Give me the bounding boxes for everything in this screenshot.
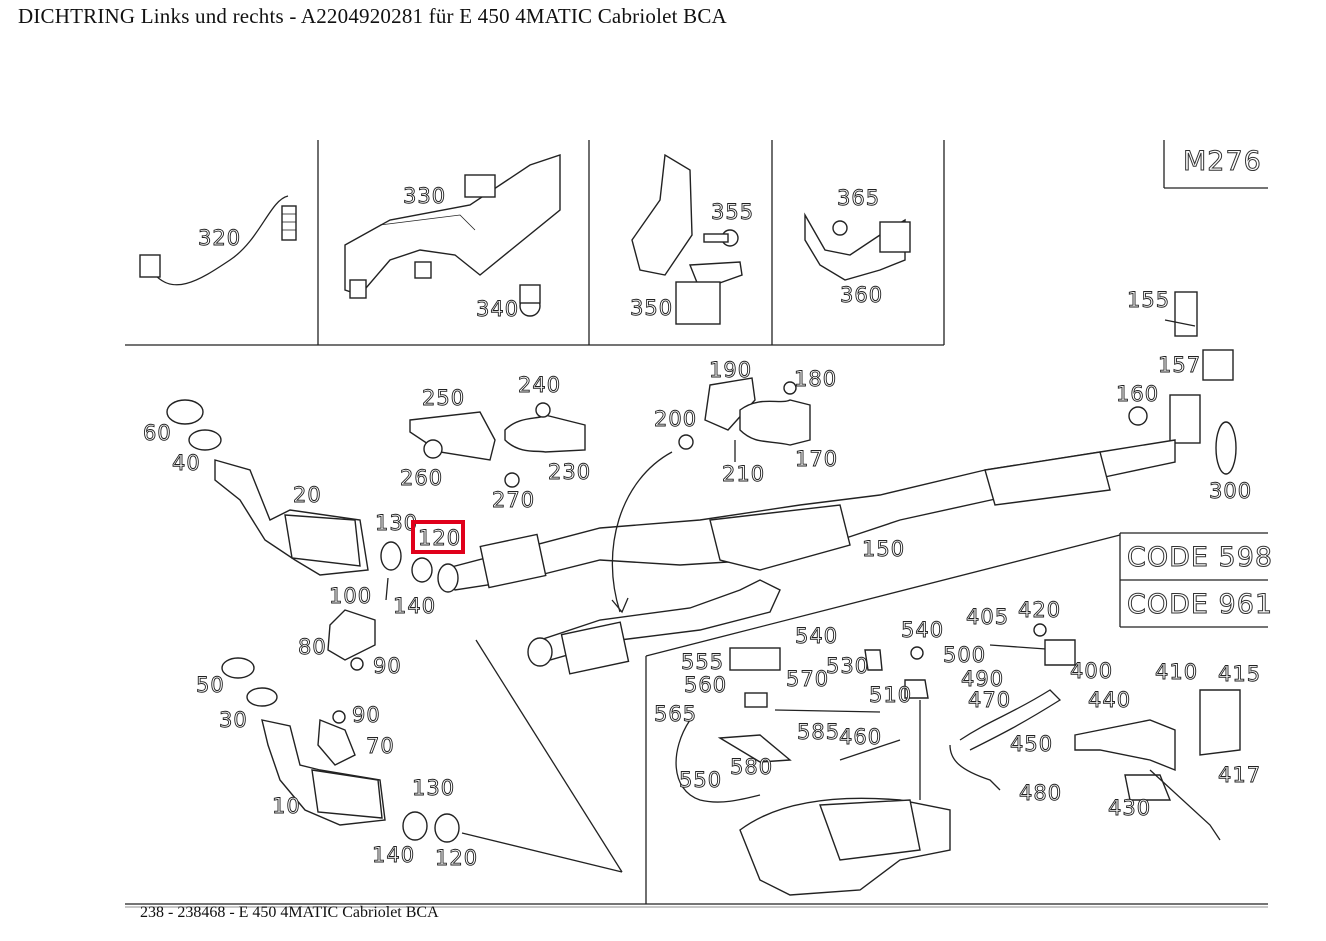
callout-130-lower[interactable]: 130	[412, 776, 455, 801]
catalytic-converter-drawing-10	[221, 657, 460, 843]
callout-180[interactable]: 180	[794, 367, 837, 392]
callout-170[interactable]: 170	[795, 447, 838, 472]
callout-10[interactable]: 10	[272, 794, 301, 819]
callout-150[interactable]: 150	[862, 537, 905, 562]
callout-555[interactable]: 555	[681, 650, 724, 675]
callout-470[interactable]: 470	[968, 688, 1011, 713]
callout-570[interactable]: 570	[786, 667, 829, 692]
callout-420[interactable]: 420	[1018, 598, 1061, 623]
code-inset-drawing	[675, 623, 1241, 896]
callout-90-lower[interactable]: 90	[352, 703, 381, 728]
bracket-drawing-330	[344, 154, 561, 317]
code-598-label: CODE 598	[1127, 542, 1273, 573]
catalytic-converter-drawing-20	[166, 399, 433, 671]
callout-410[interactable]: 410	[1155, 660, 1198, 685]
callout-100[interactable]: 100	[329, 584, 372, 609]
callout-155[interactable]: 155	[1127, 288, 1170, 313]
callout-210[interactable]: 210	[722, 462, 765, 487]
callout-350[interactable]: 350	[630, 296, 673, 321]
callout-70[interactable]: 70	[366, 734, 395, 759]
callout-490[interactable]: 490	[961, 667, 1004, 692]
callout-50[interactable]: 50	[196, 673, 225, 698]
callout-270[interactable]: 270	[492, 488, 535, 513]
callout-340[interactable]: 340	[476, 297, 519, 322]
callout-250[interactable]: 250	[422, 386, 465, 411]
bracket-drawing-350	[631, 153, 743, 325]
callout-157[interactable]: 157	[1158, 353, 1201, 378]
callout-40[interactable]: 40	[172, 451, 201, 476]
callout-530[interactable]: 530	[826, 654, 869, 679]
callout-130-upper[interactable]: 130	[375, 511, 418, 536]
callout-140-upper[interactable]: 140	[393, 594, 436, 619]
callout-560[interactable]: 560	[684, 673, 727, 698]
callout-450[interactable]: 450	[1010, 732, 1053, 757]
oxygen-sensor-drawing	[139, 195, 297, 286]
callout-190[interactable]: 190	[709, 358, 752, 383]
callout-60[interactable]: 60	[143, 421, 172, 446]
callout-500[interactable]: 500	[943, 643, 986, 668]
callout-90-upper[interactable]: 90	[373, 654, 402, 679]
callout-440[interactable]: 440	[1088, 688, 1131, 713]
callout-510[interactable]: 510	[869, 683, 912, 708]
code-961-label: CODE 961	[1127, 589, 1273, 620]
hanger-drawing-155	[1128, 291, 1237, 475]
engine-code-label: M276	[1183, 146, 1262, 177]
callout-320[interactable]: 320	[198, 226, 241, 251]
callout-260[interactable]: 260	[400, 466, 443, 491]
callout-355[interactable]: 355	[711, 200, 754, 225]
callout-140-lower[interactable]: 140	[372, 843, 415, 868]
page-footer: 238 - 238468 - E 450 4MATIC Cabriolet BC…	[140, 904, 439, 921]
callout-330[interactable]: 330	[403, 184, 446, 209]
callout-80[interactable]: 80	[298, 635, 327, 660]
callout-585[interactable]: 585	[797, 720, 840, 745]
callout-labels: 320 330 340 355 350 365 360 155 157 160 …	[143, 146, 1273, 871]
callout-417[interactable]: 417	[1218, 763, 1261, 788]
callout-460[interactable]: 460	[839, 725, 882, 750]
callout-580[interactable]: 580	[730, 755, 773, 780]
callout-120-upper[interactable]: 120	[418, 526, 461, 551]
callout-230[interactable]: 230	[548, 460, 591, 485]
bracket-drawing-360	[804, 212, 911, 281]
bracket-drawing-250	[409, 377, 811, 488]
callout-430[interactable]: 430	[1108, 796, 1151, 821]
callout-240[interactable]: 240	[518, 373, 561, 398]
main-exhaust-drawing	[437, 439, 1176, 675]
callout-200[interactable]: 200	[654, 407, 697, 432]
callout-405[interactable]: 405	[966, 605, 1009, 630]
highlight-box-120	[411, 520, 465, 554]
callout-300[interactable]: 300	[1209, 479, 1252, 504]
callout-20[interactable]: 20	[293, 483, 322, 508]
page-title: DICHTRING Links und rechts - A2204920281…	[18, 4, 727, 28]
callout-360[interactable]: 360	[840, 283, 883, 308]
callout-365[interactable]: 365	[837, 186, 880, 211]
callout-120-lower[interactable]: 120	[435, 846, 478, 871]
callout-540-right[interactable]: 540	[901, 618, 944, 643]
callout-565[interactable]: 565	[654, 702, 697, 727]
callout-480[interactable]: 480	[1019, 781, 1062, 806]
callout-400[interactable]: 400	[1070, 659, 1113, 684]
callout-415[interactable]: 415	[1218, 662, 1261, 687]
callout-30[interactable]: 30	[219, 708, 248, 733]
callout-540-left[interactable]: 540	[795, 624, 838, 649]
diagram-frame	[125, 140, 1268, 908]
callout-550[interactable]: 550	[679, 768, 722, 793]
callout-160[interactable]: 160	[1116, 382, 1159, 407]
